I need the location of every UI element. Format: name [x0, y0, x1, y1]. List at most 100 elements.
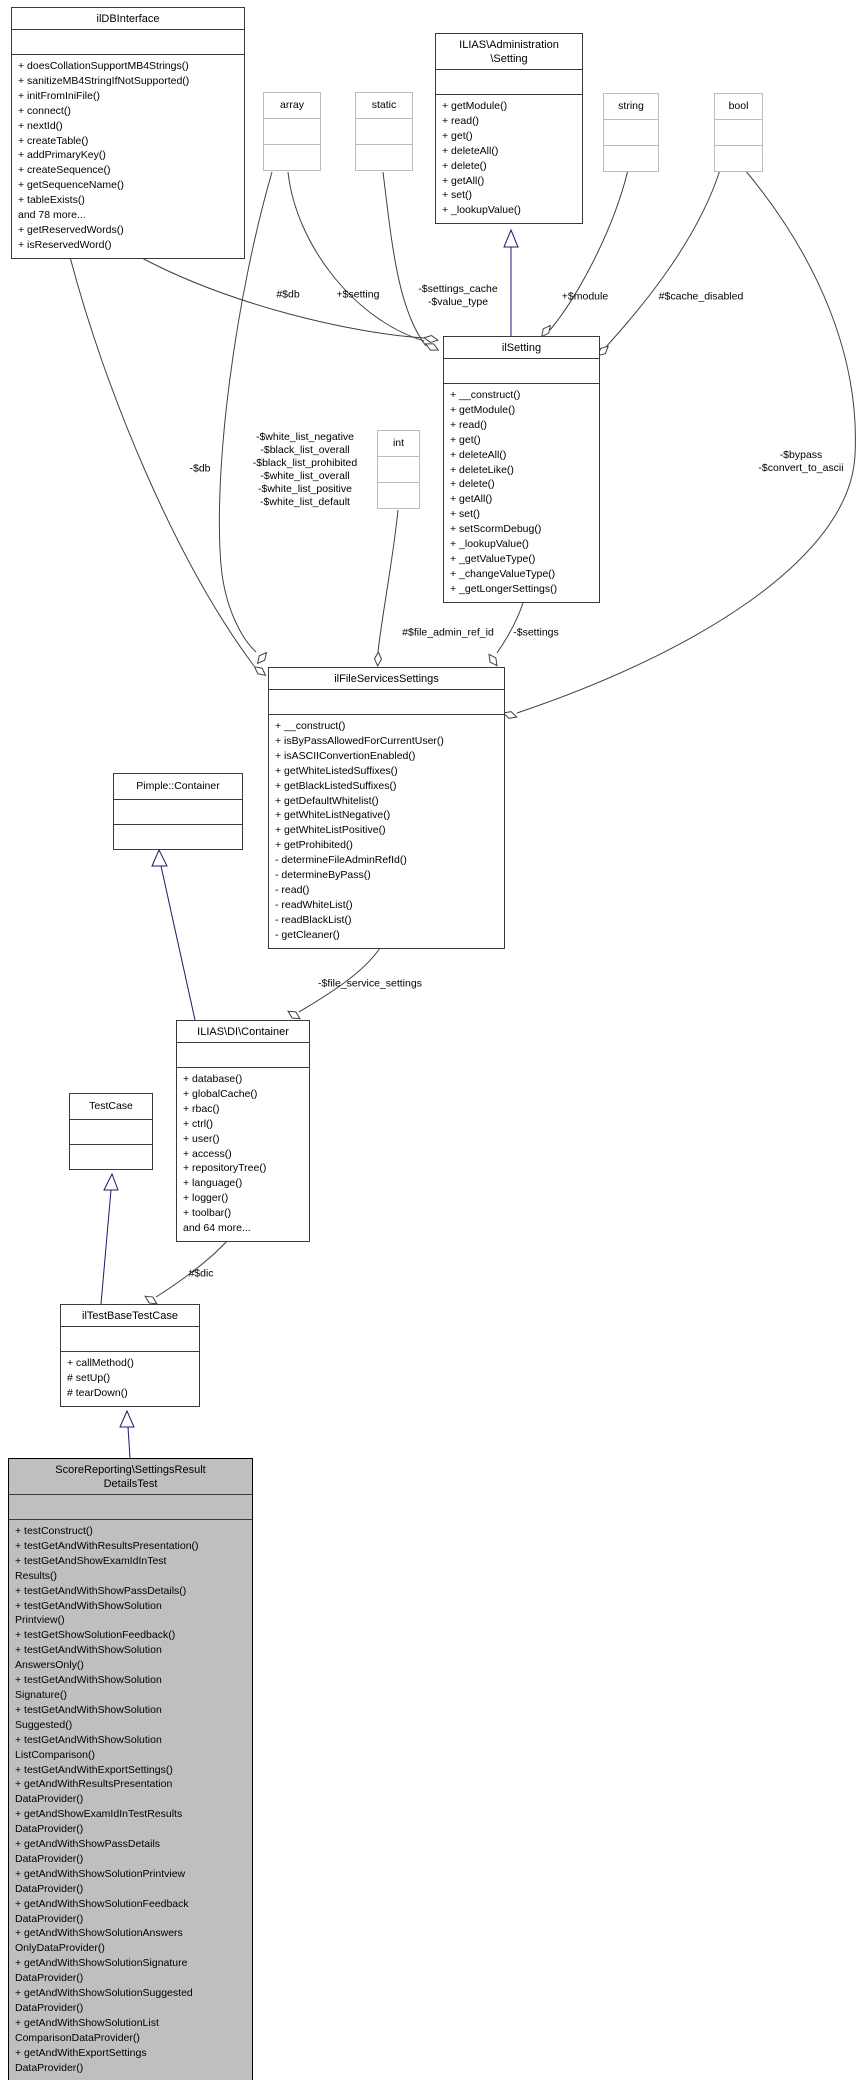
- method-line: + testGetAndWithShowSolution Signature(): [15, 1674, 162, 1701]
- method-line: + initFromIniFile(): [18, 89, 100, 102]
- method-line: + testGetAndWithShowSolution ListCompari…: [15, 1733, 162, 1761]
- edge-label-whitelist-members: -$white_list_negative -$black_list_overa…: [252, 431, 358, 508]
- method-line: + get(): [442, 129, 473, 142]
- inheritance-arrow: [119, 1409, 135, 1428]
- diamond: [373, 650, 383, 668]
- diamond: [256, 651, 268, 665]
- class-attributes-empty: [61, 1327, 199, 1352]
- method-line: + delete(): [442, 159, 487, 172]
- method-line: + deleteAll(): [442, 144, 499, 157]
- type-node-bool: bool: [714, 93, 763, 172]
- method-line: - readWhiteList(): [275, 898, 353, 911]
- type-cell-empty: [604, 146, 658, 171]
- method-line: + testGetAndWithShowSolution Suggested(): [15, 1703, 162, 1731]
- method-line: + user(): [183, 1132, 220, 1145]
- method-line: + nextId(): [18, 119, 63, 132]
- method-line: + getAndShowExamIdInTestResults DataProv…: [15, 1808, 183, 1836]
- class-node-ilsetting[interactable]: ilSetting + __construct()+ getModule()+ …: [443, 336, 600, 603]
- type-cell-empty: [264, 145, 320, 170]
- edge-array-to-fss: [218, 171, 273, 653]
- method-line: + isReservedWord(): [18, 238, 112, 251]
- method-line: + delete(): [450, 478, 495, 491]
- method-line: # tearDown(): [67, 1386, 128, 1399]
- type-node-array: array: [263, 92, 321, 171]
- edge-ildb-to-ilsetting: [139, 256, 425, 339]
- method-line: - determineFileAdminRefId(): [275, 854, 407, 867]
- edge-label-db-fss: -$db: [189, 462, 211, 475]
- method-line: - getCleaner(): [275, 928, 340, 941]
- method-line: + get(): [450, 433, 481, 446]
- class-methods: + database()+ globalCache()+ rbac()+ ctr…: [177, 1068, 309, 1241]
- class-attributes-empty: [269, 690, 504, 715]
- class-title: ilDBInterface: [12, 8, 244, 30]
- method-line: + getSequenceName(): [18, 179, 124, 192]
- class-methods: + getModule() + read() + get() + deleteAll(…: [436, 95, 582, 223]
- method-line: + setScormDebug(): [450, 523, 542, 536]
- diamond: [253, 666, 267, 676]
- class-node-ilias-di-container[interactable]: ILIAS\DI\Container + database()+ globalC…: [176, 1020, 310, 1242]
- inheritance-arrow: [503, 228, 519, 248]
- class-title: ILIAS\DI\Container: [177, 1021, 309, 1043]
- method-line: + testGetAndWithResultsPresentation(): [15, 1539, 199, 1552]
- class-title: ilSetting: [444, 337, 599, 359]
- edge-label-setting: +$setting: [336, 288, 380, 301]
- type-node-int: int: [377, 430, 420, 509]
- edge-label-settings: -$settings: [513, 626, 559, 639]
- method-line: - read(): [275, 883, 310, 896]
- class-node-ilfileservicessettings[interactable]: ilFileServicesSettings + __construct()+ …: [268, 667, 505, 949]
- method-line: + getModule(): [442, 100, 508, 112]
- method-line: + __construct(): [450, 389, 521, 401]
- method-line: + read(): [450, 418, 488, 431]
- type-title: static: [356, 93, 412, 119]
- method-line: + callMethod(): [67, 1357, 134, 1369]
- method-line: + createTable(): [18, 134, 89, 147]
- class-methods: + __construct()+ isByPassAllowedForCurre…: [269, 715, 504, 948]
- class-node-pimple-container[interactable]: Pimple::Container: [113, 773, 243, 850]
- method-line: + set(): [450, 508, 481, 521]
- method-line: # setUp(): [67, 1371, 111, 1384]
- method-line: + rbac(): [183, 1102, 220, 1115]
- method-line: + getBlackListedSuffixes(): [275, 779, 397, 792]
- edge-label-module: +$module: [561, 290, 609, 303]
- type-cell-empty: [356, 145, 412, 170]
- method-line: + createSequence(): [18, 164, 111, 177]
- type-cell-empty: [604, 120, 658, 146]
- method-line: + getAll(): [442, 174, 485, 187]
- method-line: + deleteAll(): [450, 448, 507, 461]
- class-node-scorereporting-settingsresultdetailstest[interactable]: ScoreReporting\SettingsResult DetailsTes…: [8, 1458, 253, 2080]
- method-line: + access(): [183, 1147, 232, 1160]
- edge-label-bypass: -$bypass -$convert_to_ascii: [758, 449, 844, 474]
- edge-main-extends-iltb: [127, 1426, 131, 1459]
- edge-static-to-ilsetting: [382, 171, 427, 347]
- class-node-ilias-administration-setting[interactable]: ILIAS\Administration \Setting + getModul…: [435, 33, 583, 225]
- edge-label-settings-cache: -$settings_cache -$value_type: [418, 283, 498, 308]
- method-line: + testGetAndWithShowPassDetails(): [15, 1584, 187, 1597]
- method-line: + getAndWithResultsPresentation DataProv…: [15, 1778, 173, 1806]
- class-node-iltestbasetestcase[interactable]: ilTestBaseTestCase + callMethod()# setUp…: [60, 1304, 200, 1407]
- edge-array-to-ilsetting: [287, 171, 425, 342]
- method-line: + testGetShowSolutionFeedback(): [15, 1629, 176, 1642]
- edge-label-dic: #$dic: [188, 1267, 214, 1280]
- class-title: ilFileServicesSettings: [269, 668, 504, 690]
- method-line: + sanitizeMB4StringIfNotSupported(): [18, 74, 190, 87]
- diamond: [541, 324, 551, 338]
- diamond: [502, 711, 518, 719]
- method-line: + testGetAndWithShowSolution AnswersOnly…: [15, 1644, 162, 1672]
- method-line: + getAndWithShowSolutionList ComparisonD…: [15, 2016, 159, 2044]
- method-line: - determineByPass(): [275, 869, 371, 882]
- edge-bool-to-ilsetting: [604, 169, 721, 349]
- method-line: + set(): [442, 189, 473, 202]
- edge-bool-to-fss: [516, 169, 856, 714]
- edge-dic-to-iltb: [155, 1239, 229, 1298]
- class-node-testcase[interactable]: TestCase: [69, 1093, 153, 1170]
- method-line: + getWhiteListPositive(): [275, 824, 386, 837]
- method-line: + _getLongerSettings(): [450, 582, 558, 595]
- method-line: + getWhiteListedSuffixes(): [275, 764, 398, 777]
- class-title: ILIAS\Administration \Setting: [436, 34, 582, 70]
- class-node-ildbinterface[interactable]: ilDBInterface + doesCollationSupportMB4S…: [11, 7, 245, 259]
- method-line: + read(): [442, 114, 480, 127]
- edge-ildb-to-fss: [69, 256, 255, 667]
- type-node-static: static: [355, 92, 413, 171]
- type-cell-empty: [378, 483, 419, 508]
